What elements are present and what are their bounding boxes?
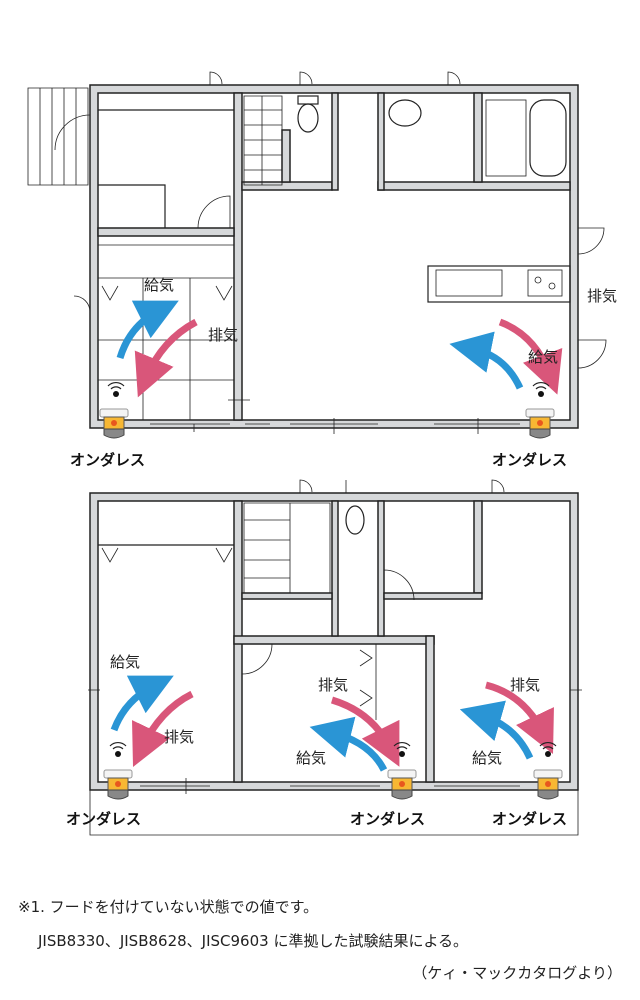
- exhaust-arrow: [330, 696, 400, 767]
- unit-label: オンダレス: [70, 451, 145, 469]
- supply-label: 給気: [110, 653, 140, 671]
- exhaust-arrow: [132, 690, 194, 767]
- supply-label: 給気: [144, 276, 174, 294]
- supply-arrow: [110, 675, 174, 732]
- unit-label: オンダレス: [350, 810, 425, 828]
- airflow-arrows: [110, 300, 563, 772]
- floor-1: [27, 71, 607, 434]
- ondaless-unit: [387, 769, 417, 800]
- footnote-line-1: ※1. フードを付けていない状態での値です。: [18, 898, 319, 916]
- exhaust-arrow: [498, 318, 563, 395]
- wireless-icon: [532, 381, 550, 398]
- exhaust-label: 排気: [510, 676, 540, 694]
- supply-label: 給気: [472, 749, 502, 767]
- ondaless-unit: [533, 769, 563, 800]
- exhaust-label: 排気: [164, 728, 194, 746]
- unit-label: オンダレス: [492, 451, 567, 469]
- ondaless-unit: [99, 408, 129, 439]
- unit-label: オンダレス: [492, 810, 567, 828]
- supply-arrow: [116, 300, 179, 360]
- exhaust-label: 排気: [587, 287, 617, 305]
- exhaust-label: 排気: [208, 326, 238, 344]
- ondaless-unit: [103, 769, 133, 800]
- unit-label: オンダレス: [66, 810, 141, 828]
- exhaust-arrow: [485, 681, 554, 754]
- supply-label: 給気: [296, 749, 326, 767]
- supply-label: 給気: [528, 348, 558, 366]
- supply-arrow: [309, 716, 388, 772]
- wireless-icon: [393, 741, 411, 758]
- footnote-line-2: JISB8330、JISB8628、JISC9603 に準拠した試験結果による。: [38, 932, 469, 950]
- floor-2: [88, 479, 582, 836]
- wireless-icon: [109, 741, 127, 758]
- source-note: （ケィ・マックカタログより）: [412, 964, 622, 982]
- wireless-icon: [107, 381, 125, 398]
- supply-arrow: [449, 331, 524, 390]
- floor-plans: 給気 排気 給気 排気 給気 排気 排気 給気 排気 給気 オンダレス オンダレ…: [27, 71, 617, 836]
- exhaust-arrow: [134, 318, 198, 398]
- exhaust-label: 排気: [318, 676, 348, 694]
- ondaless-unit: [525, 408, 555, 439]
- wireless-icon: [539, 741, 557, 758]
